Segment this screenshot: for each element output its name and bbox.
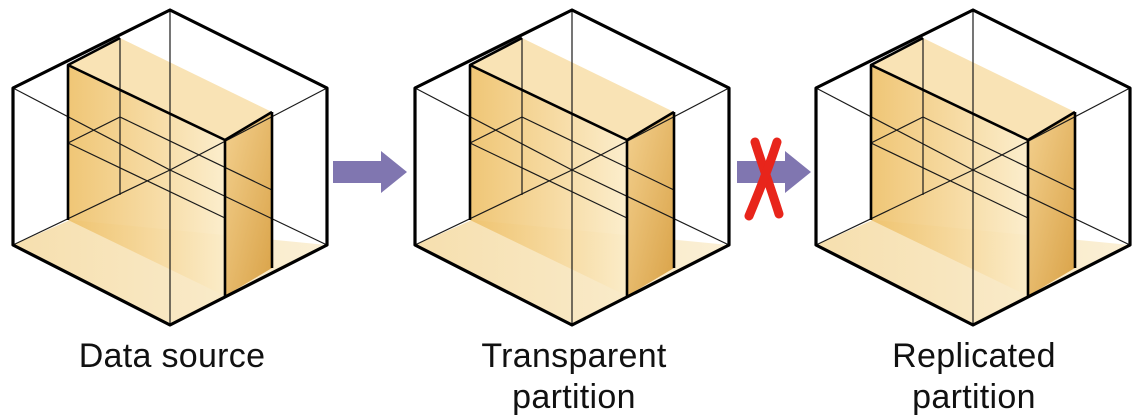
transparent-partition-cube	[413, 8, 731, 327]
slab-side	[627, 112, 674, 296]
slab-edge	[469, 142, 628, 219]
caption-line: partition	[512, 378, 636, 416]
cube-inner-edge	[571, 87, 730, 171]
slab-edge	[922, 116, 1076, 191]
x-stroke	[744, 137, 782, 221]
transparent-partition-caption: Transparent partition	[424, 336, 724, 418]
replicated-partition-caption: Replicated partition	[824, 336, 1124, 418]
caption-line: Replicated	[892, 337, 1056, 375]
slab-side	[1028, 112, 1075, 296]
arrow-icon	[333, 151, 407, 193]
cube-inner-edge	[12, 87, 171, 171]
cube-inner-edge	[815, 169, 974, 246]
slab-edge	[521, 116, 675, 191]
arrow-icon	[737, 151, 811, 193]
cube-inner-edge	[972, 169, 1131, 246]
cube-inner-edge	[169, 169, 328, 246]
data-source-caption: Data source	[22, 336, 322, 377]
flow-arrow	[333, 151, 407, 193]
caption-line: partition	[912, 378, 1036, 416]
cube-inner-edge	[972, 87, 1131, 171]
slab-edge	[67, 142, 226, 219]
cube-outline	[413, 8, 731, 327]
cube-outline	[11, 8, 329, 327]
data-source-cube	[11, 8, 329, 327]
cube-inner-edge	[414, 87, 573, 171]
x-mark-icon	[744, 137, 784, 221]
cube-inner-edge	[169, 87, 328, 171]
cube-inner-edge	[571, 169, 730, 246]
caption-line: Transparent	[481, 337, 667, 375]
blocked-arrow	[737, 137, 811, 221]
caption-line: Data source	[78, 337, 266, 375]
cube-inner-edge	[815, 87, 974, 171]
slab-side	[225, 112, 272, 296]
cube-inner-edge	[414, 169, 573, 246]
cube-inner-edge	[12, 169, 171, 246]
slab-edge	[119, 116, 273, 191]
cube-outline	[814, 8, 1132, 327]
slab-edge	[870, 142, 1029, 219]
replicated-partition-cube	[814, 8, 1132, 327]
